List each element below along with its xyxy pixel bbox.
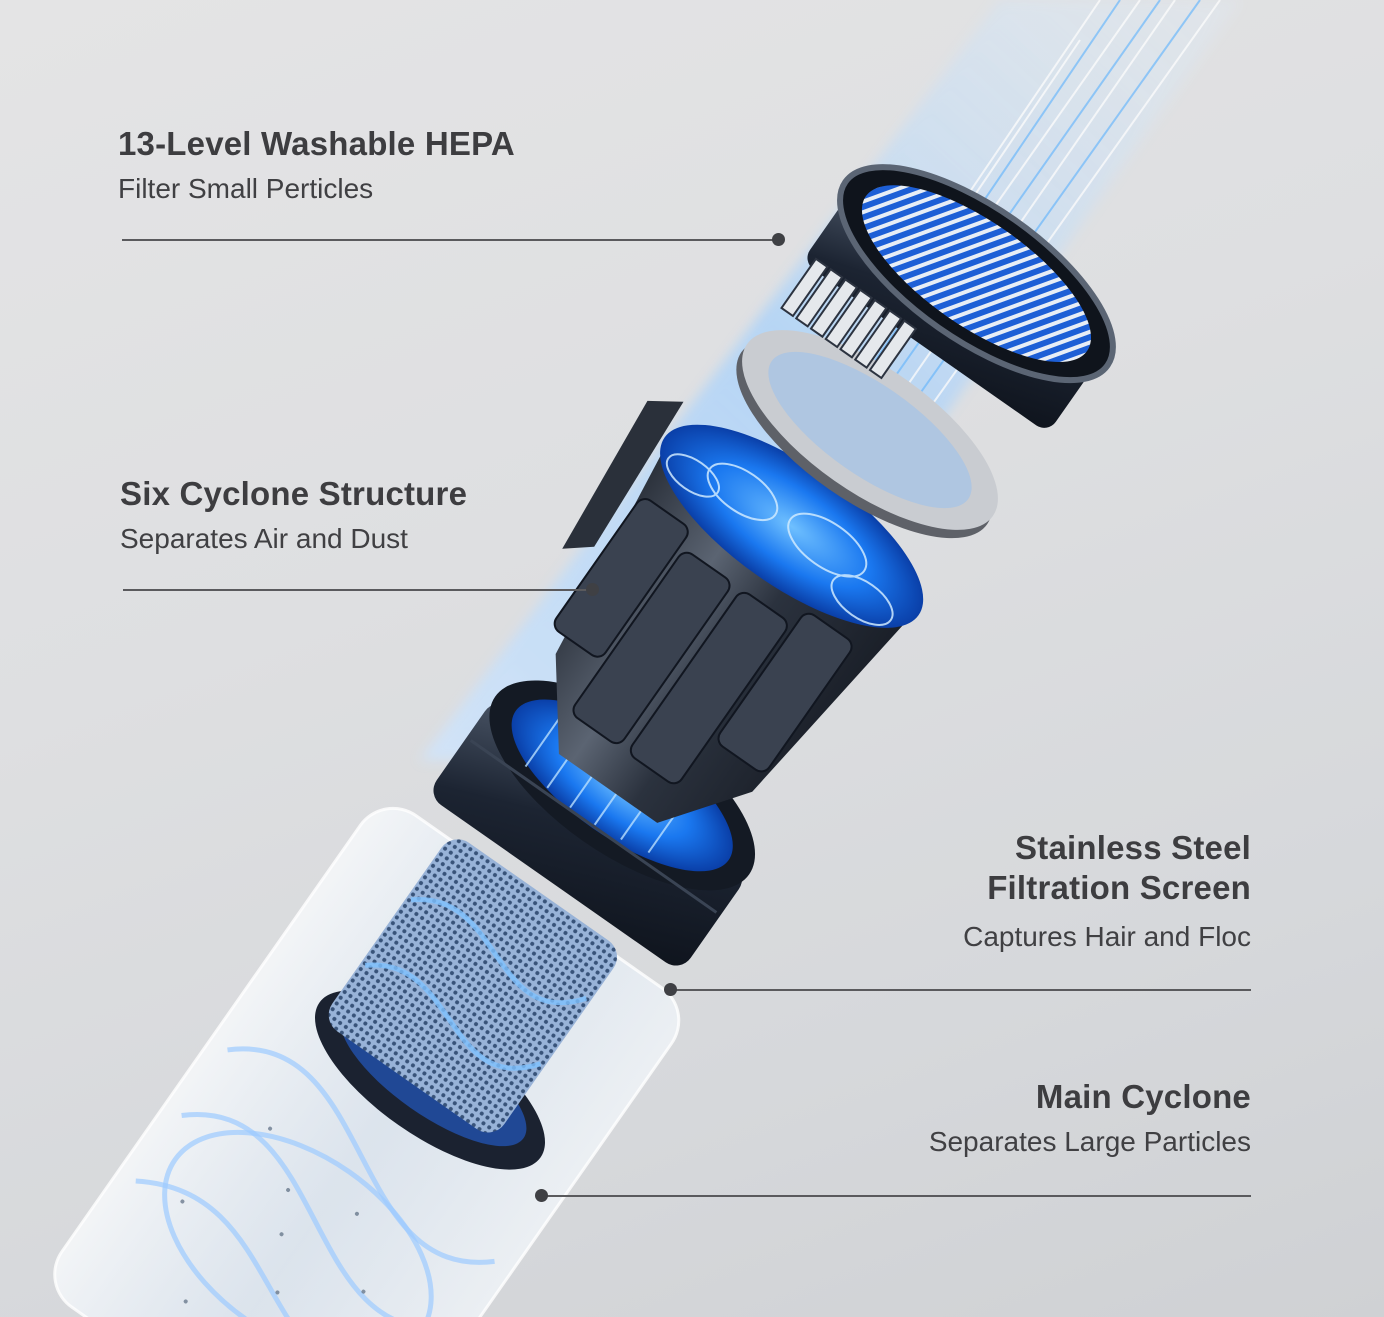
- callout-hepa-subtitle: Filter Small Perticles: [118, 173, 374, 204]
- callout-hepa-filter: 13-Level Washable HEPA Filter Small Pert…: [118, 124, 515, 206]
- callout-six-cyclone-subtitle: Separates Air and Dust: [120, 523, 408, 554]
- leader-line-main-cyclone: [535, 1189, 1251, 1202]
- callout-main-cyclone-title: Main Cyclone: [1035, 1078, 1251, 1115]
- callout-stainless-screen: Stainless Steel Filtration Screen Captur…: [963, 828, 1251, 954]
- leader-dot-icon: [586, 583, 599, 596]
- leader-dot-icon: [535, 1189, 548, 1202]
- callout-main-cyclone-subtitle: Separates Large Particles: [928, 1126, 1251, 1157]
- callout-stainless-title-line2: Filtration Screen: [987, 869, 1251, 906]
- leader-dot-icon: [772, 233, 785, 246]
- leader-dot-icon: [664, 983, 677, 996]
- callout-six-cyclone-title: Six Cyclone Structure: [120, 475, 468, 512]
- callout-main-cyclone: Main Cyclone Separates Large Particles: [929, 1077, 1251, 1159]
- leader-line-stainless-screen: [664, 983, 1251, 996]
- callout-stainless-title-line1: Stainless Steel: [1015, 829, 1251, 866]
- leader-line-hepa: [122, 233, 785, 246]
- callout-hepa-title: 13-Level Washable HEPA: [118, 125, 515, 162]
- callout-six-cyclone: Six Cyclone Structure Separates Air and …: [120, 474, 467, 556]
- leader-line-six-cyclone: [123, 583, 599, 596]
- callout-stainless-subtitle: Captures Hair and Floc: [963, 921, 1251, 952]
